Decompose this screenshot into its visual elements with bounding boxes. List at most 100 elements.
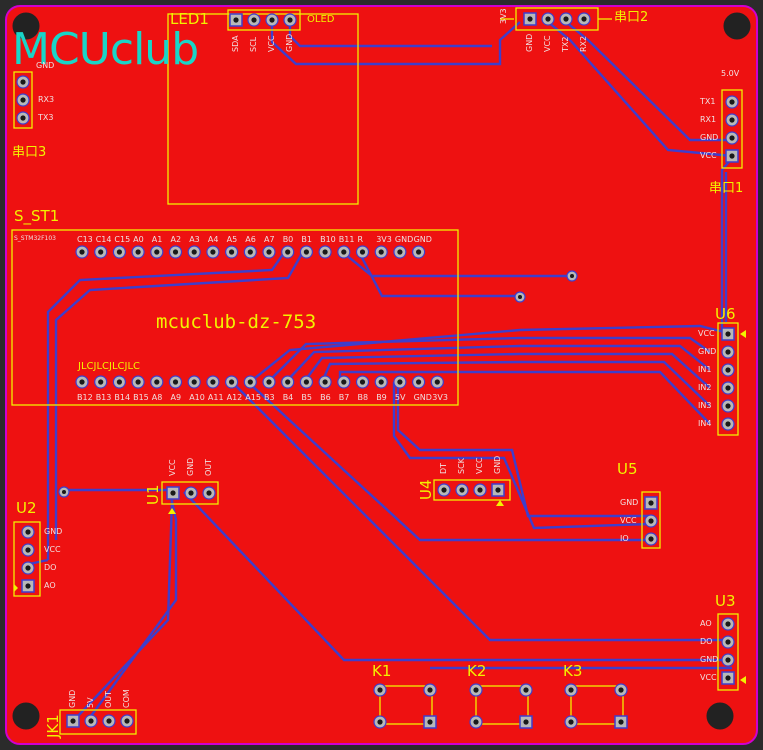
- s-st1-top-pin-18-hole: [416, 249, 422, 255]
- s-st1-top-pin-2-hole: [116, 249, 122, 255]
- uart2-pin-3-hole: [581, 16, 587, 22]
- k3-outline: [570, 685, 624, 725]
- u3-pin-label-0: AO: [700, 619, 712, 628]
- u5-pin-label-0: GND: [620, 498, 639, 507]
- jk1-pin-0-hole: [70, 718, 76, 724]
- s-st1-bottom-pin-3-hole: [135, 379, 141, 385]
- u4-header-outline: [433, 479, 511, 501]
- s-st1-top-pin-4-hole: [154, 249, 160, 255]
- u5-header-outline: [641, 491, 661, 549]
- u4-pin-1-hole: [459, 487, 465, 493]
- uart1-pin-label-2: GND: [700, 133, 719, 142]
- k3-designator: K3: [563, 662, 583, 680]
- s-st1-bottom-pin-label-13: B6: [320, 393, 331, 402]
- k3-pad-br-hole: [618, 719, 624, 725]
- s-st1-bottom-pin-16-hole: [378, 379, 384, 385]
- k2-pad-br-hole: [523, 719, 529, 725]
- s-st1-top-pin-5-hole: [172, 249, 179, 255]
- s-st1-bottom-pin-2-hole: [116, 379, 122, 385]
- k2-pad-tl-hole: [473, 687, 479, 693]
- uart1-top-label: 5.0V: [721, 69, 740, 78]
- u3-designator: U3: [715, 592, 736, 610]
- s-st1-top-pin-17-hole: [397, 249, 403, 255]
- u6-pin-4-hole: [725, 403, 731, 409]
- s-st1-bottom-pin-5-hole: [172, 379, 179, 385]
- s-st1-bottom-pin-label-17: 5V: [394, 393, 406, 402]
- s-st1-top-pin-label-10: A7: [264, 235, 275, 244]
- u1-pin-label-1: GND: [186, 457, 195, 476]
- s-st1-top-pin-label-11: B0: [282, 235, 294, 244]
- jk1-designator: JK1: [44, 714, 62, 738]
- uart3-top-label: GND: [36, 61, 55, 70]
- led1-pin-0-hole: [233, 17, 239, 23]
- uart3-pin-1-hole: [20, 115, 26, 121]
- uart3-header-outline: [13, 71, 33, 129]
- s-st1-designator: S_ST1: [14, 207, 60, 225]
- u5-pin-2-hole: [648, 536, 654, 542]
- u6-pin-5-hole: [725, 421, 731, 427]
- jk1-pin-label-2: OUT: [104, 690, 113, 708]
- jk1-pin-1-hole: [88, 718, 94, 724]
- s-st1-top-left-label: S_STM32F103: [14, 235, 56, 242]
- board-outline: [5, 5, 758, 745]
- jlc-marking: JLCJLCJLCJLC: [78, 361, 141, 372]
- u3-pin1-marker: [740, 676, 746, 684]
- s-st1-bottom-pin-7-hole: [210, 379, 216, 385]
- uart1-pin-2-hole: [729, 135, 735, 141]
- trace-17: [247, 381, 650, 542]
- u3-pin-2-hole: [725, 657, 731, 663]
- uart2-pin-2-hole: [563, 16, 569, 22]
- u6-pin-label-4: IN3: [698, 401, 712, 410]
- uart2-pin-label-3: RX2: [579, 35, 588, 52]
- uart2-pin-label-2: TX2: [561, 36, 570, 52]
- jk1-pin-label-0: GND: [68, 689, 77, 708]
- s-st1-top-pin-3-hole: [135, 249, 141, 255]
- s-st1-bottom-pin-17-hole: [397, 379, 403, 385]
- jk1-pin-3-hole: [124, 718, 130, 724]
- uart3-pin-0-hole: [20, 97, 26, 103]
- s-st1-bottom-pin-0-hole: [79, 379, 85, 385]
- k1-designator: K1: [372, 662, 392, 680]
- led1-pin-2-hole: [269, 17, 275, 23]
- s-st1-top-pin-15-hole: [359, 249, 366, 255]
- s-st1-bottom-pin-6-hole: [191, 379, 197, 385]
- uart1-pin-3-hole: [729, 153, 735, 159]
- k3-pad-tl-hole: [568, 687, 574, 693]
- s-st1-top-pin-6-hole: [191, 249, 197, 255]
- s-st1-bottom-pin-14-hole: [341, 379, 347, 385]
- u4-designator: U4: [417, 479, 435, 500]
- s-st1-bottom-pin-9-hole: [247, 379, 253, 385]
- uart1-pin-label-0: TX1: [700, 97, 716, 106]
- uart1-pin-1-hole: [729, 117, 735, 123]
- s-st1-bottom-pin-label-4: A8: [151, 393, 163, 402]
- u2-pin-0-hole: [25, 529, 31, 535]
- s-st1-top-pin-label-5: A2: [170, 235, 182, 244]
- s-st1-bottom-pin-label-11: B4: [282, 393, 294, 402]
- mounting-holes: [12, 12, 751, 730]
- u2-pin-label-1: VCC: [44, 545, 61, 554]
- s-st1-top-pin-13-hole: [322, 249, 328, 255]
- u4-pin-label-3: GND: [493, 455, 502, 474]
- uart1-pin-label-3: VCC: [700, 151, 717, 160]
- mounting-hole-2: [12, 702, 40, 730]
- u5-pin-1-hole: [648, 518, 654, 524]
- u2-designator: U2: [16, 499, 37, 517]
- s-st1-top-pin-label-2: C15: [114, 235, 131, 244]
- uart2-side-label: 3V3: [499, 8, 508, 24]
- u2-pin-label-0: GND: [44, 527, 63, 536]
- u2-pin-1-hole: [25, 547, 31, 553]
- trace-1: [288, 22, 492, 48]
- s-st1-top-pin-label-4: A1: [151, 235, 163, 244]
- jk1-pin-label-3: COM: [122, 689, 131, 708]
- u2-pin-label-3: AO: [44, 581, 56, 590]
- u5-pin-label-1: VCC: [620, 516, 637, 525]
- s-st1-top-pin-label-12: B1: [301, 235, 312, 244]
- via-1-hole: [570, 274, 574, 278]
- k1-pad-tl-hole: [377, 687, 383, 693]
- s-st1-top-pin-label-3: A0: [133, 235, 144, 244]
- s-st1-top-pin-12-hole: [303, 249, 309, 255]
- led1-pin-label-0: SDA: [231, 35, 240, 52]
- u2-header-outline: [13, 521, 41, 597]
- s-st1-outline: [11, 229, 459, 406]
